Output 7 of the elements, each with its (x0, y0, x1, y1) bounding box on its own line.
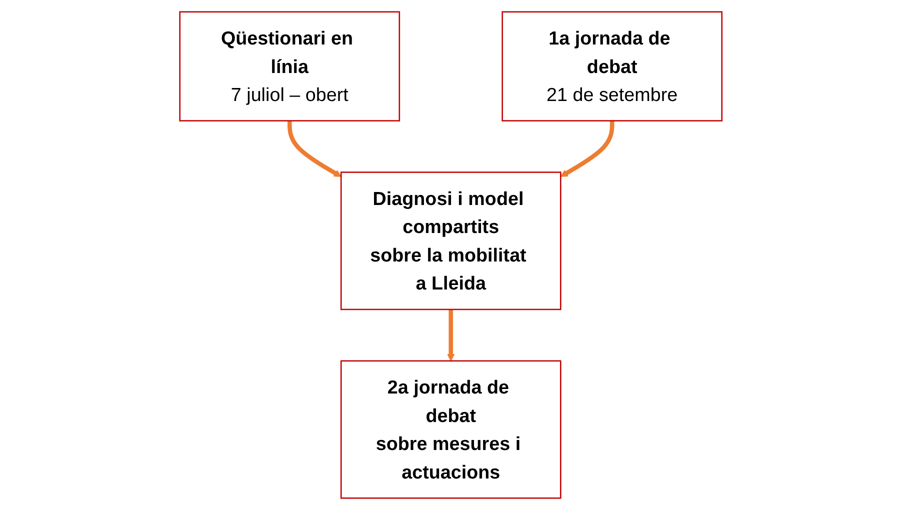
arrow (560, 120, 614, 177)
arrow (447, 309, 455, 362)
node-box: 1a jornada de debat 21 de setembre (502, 11, 723, 122)
node-box: Diagnosi i model compartits sobre la mobilitat a Lleida (340, 172, 562, 310)
node-box: Qüestionari en línia 7 juliol – obert (179, 11, 400, 122)
arrow (288, 120, 342, 177)
node-box: 2a jornada de debat sobre mesures i actuacions (340, 360, 562, 499)
